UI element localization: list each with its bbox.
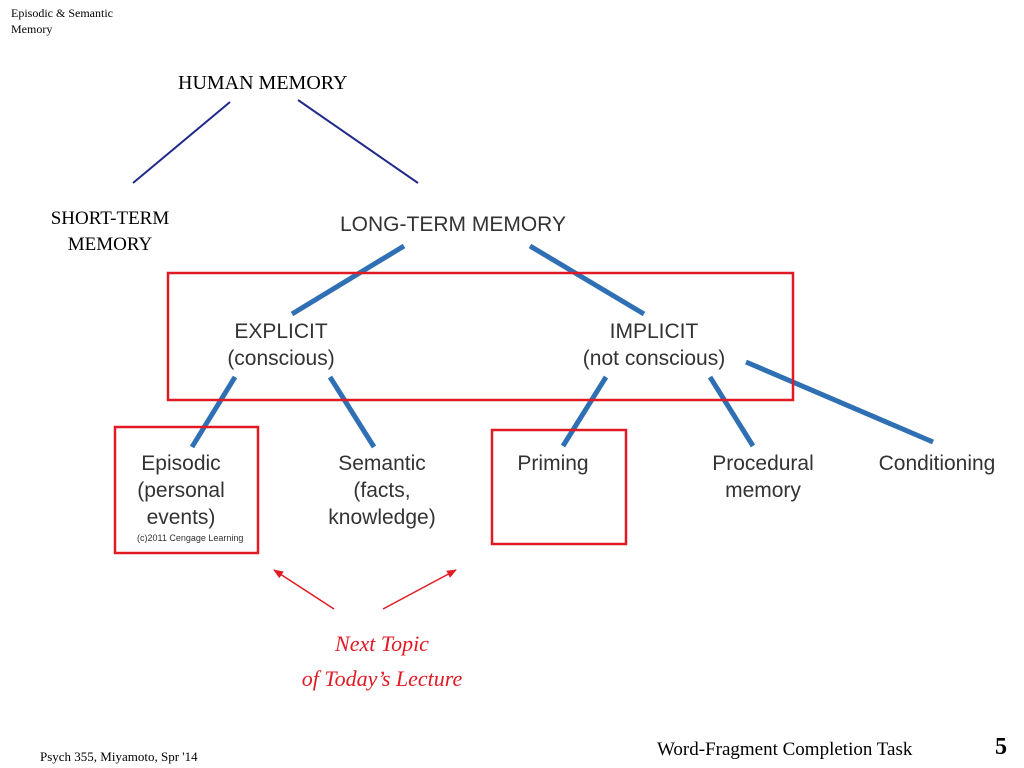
- explicit-subtitle: (conscious): [227, 347, 335, 370]
- short-term-line2: MEMORY: [67, 234, 153, 255]
- node-explicit: EXPLICIT (conscious): [196, 318, 366, 372]
- explicit-title: EXPLICIT: [234, 320, 328, 343]
- connector-implicit-to-conditioning: [745, 359, 934, 445]
- arrow-to-priming: [382, 569, 457, 610]
- implicit-subtitle: (not conscious): [582, 347, 726, 370]
- node-episodic: Episodic (personal events): [118, 450, 244, 531]
- arrow-to-episodic: [273, 569, 335, 610]
- node-priming: Priming: [517, 452, 589, 475]
- footer-slide-title: Word-Fragment Completion Task: [657, 739, 913, 760]
- connector-implicit-to-procedural: [707, 375, 756, 448]
- highlight-box-explicit-implicit: [166, 271, 795, 402]
- annotation-line1: Next Topic: [335, 631, 429, 656]
- header-title-line2: Memory: [11, 22, 53, 36]
- highlight-box-episodic: [113, 425, 260, 555]
- node-short-term-memory: SHORT-TERM MEMORY: [20, 206, 200, 258]
- footer-page-number: 5: [995, 734, 1007, 760]
- procedural-line1: Procedural: [712, 452, 814, 475]
- semantic-line2: (facts,: [353, 479, 411, 502]
- procedural-line2: memory: [725, 479, 801, 502]
- node-implicit: IMPLICIT (not conscious): [562, 318, 746, 372]
- copyright-label: (c)2011 Cengage Learning: [137, 533, 244, 543]
- semantic-line3: knowledge): [328, 506, 436, 529]
- header-title-line1: Episodic & Semantic: [11, 6, 113, 20]
- connector-long-term-to-implicit: [528, 243, 646, 317]
- annotation-line2: of Today’s Lecture: [301, 666, 463, 691]
- connector-implicit-to-priming: [560, 375, 609, 448]
- semantic-line1: Semantic: [338, 452, 426, 475]
- episodic-line3: events): [146, 506, 216, 529]
- footer-course: Psych 355, Miyamoto, Spr '14: [40, 749, 198, 764]
- node-long-term-memory: LONG-TERM MEMORY: [340, 213, 566, 236]
- connector-explicit-to-semantic: [327, 375, 377, 449]
- short-term-line1: SHORT-TERM: [50, 208, 170, 229]
- connector-explicit-to-episodic: [189, 375, 238, 449]
- highlight-box-priming: [490, 428, 628, 546]
- node-semantic: Semantic (facts, knowledge): [312, 450, 452, 531]
- episodic-line1: Episodic: [141, 452, 221, 475]
- connector-long-term-to-explicit: [290, 243, 406, 317]
- annotation-next-topic: Next Topic of Today’s Lecture: [262, 626, 502, 696]
- slide-header: Episodic & Semantic Memory: [11, 5, 113, 37]
- node-conditioning: Conditioning: [878, 452, 996, 475]
- episodic-line2: (personal: [137, 479, 225, 502]
- node-procedural: Procedural memory: [697, 450, 829, 504]
- connector-human-to-long-term: [297, 99, 419, 184]
- node-human-memory: HUMAN MEMORY: [178, 72, 348, 94]
- connector-human-to-short-term: [132, 101, 231, 184]
- implicit-title: IMPLICIT: [609, 320, 699, 343]
